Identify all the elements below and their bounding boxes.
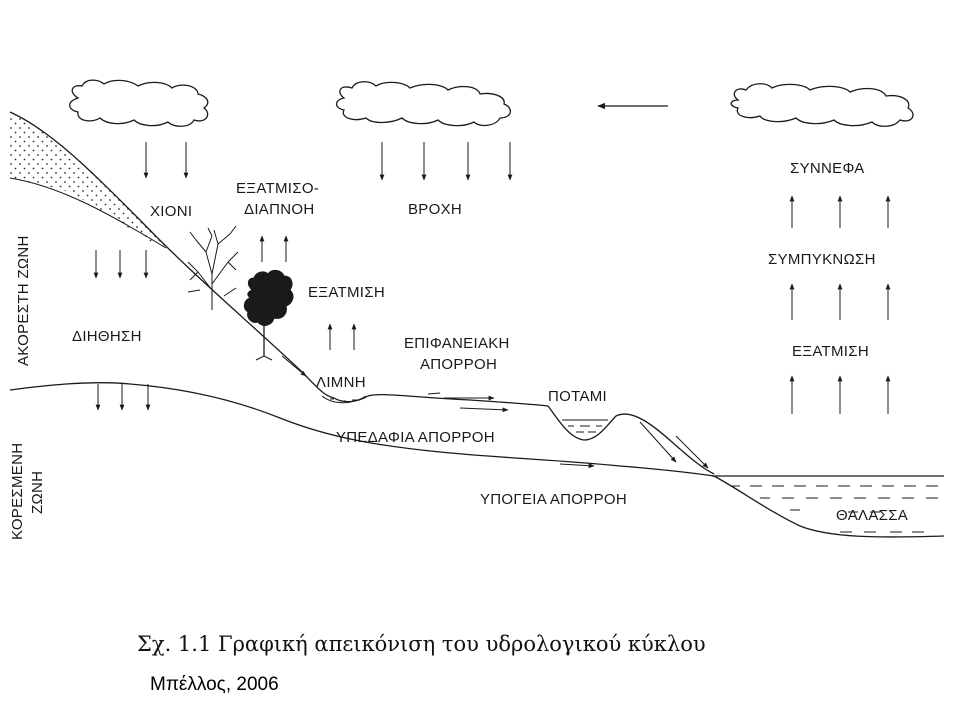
label-lake: ΛΙΜΝΗ (316, 374, 366, 391)
groundwater-arrow (559, 463, 595, 469)
label-evaporation-land: ΕΞΑΤΜΙΣΗ (308, 284, 385, 301)
label-subsurface-runoff: ΥΠΕΔΑΦΙΑ ΑΠΟΡΡΟΗ (336, 429, 495, 446)
bare-tree-icon (187, 225, 239, 310)
label-saturated-zone-line2: ΖΩΝΗ (29, 471, 46, 514)
label-infiltration: ΔΙΗΘΗΣΗ (72, 328, 142, 345)
cloud-left-icon (69, 79, 209, 127)
leafy-tree-icon (243, 269, 294, 361)
label-river: ΠΟΤΑΜΙ (548, 388, 607, 405)
lake-water (321, 395, 367, 404)
river-flow-arrow (639, 421, 677, 463)
surface-runoff-tick (427, 392, 441, 395)
sea-bottom (713, 475, 945, 538)
label-rain: ΒΡΟΧΗ (408, 201, 462, 218)
label-evaporation-sea: ΕΞΑΤΜΙΣΗ (792, 343, 869, 360)
snow-cover (10, 112, 166, 246)
label-snow: ΧΙΟΝΙ (150, 203, 192, 220)
label-surface-runoff-line2: ΑΠΟΡΡΟΗ (420, 356, 497, 373)
label-saturated-zone-line1: ΚΟΡΕΣΜΕΝΗ (9, 443, 26, 540)
label-surface-runoff-line1: ΕΠΙΦΑΝΕΙΑΚΗ (404, 335, 510, 352)
surface-runoff-arrow (281, 355, 307, 377)
figure-caption: Σχ. 1.1 Γραφική απεικόνιση του υδρολογικ… (137, 632, 706, 656)
label-unsaturated-zone: ΑΚΟΡΕΣΤΗ ΖΩΝΗ (15, 235, 32, 366)
cloud-middle-icon (335, 81, 511, 127)
figure-credit: Μπέλλος, 2006 (150, 674, 279, 695)
lake-water-hatch (330, 398, 358, 402)
land-surface-line (9, 111, 715, 475)
label-clouds: ΣΥΝΝΕΦΑ (790, 160, 865, 177)
snow-lower-boundary (9, 177, 167, 249)
label-evapotranspiration-line2: ΔΙΑΠΝΟΗ (244, 201, 314, 218)
cloud-right-icon (730, 83, 914, 127)
label-groundwater-runoff: ΥΠΟΓΕΙΑ ΑΠΟΡΡΟΗ (480, 491, 627, 508)
hydrological-cycle-diagram: ΧΙΟΝΙ ΕΞΑΤΜΙΣΟ- ΔΙΑΠΝΟΗ ΒΡΟΧΗ ΣΥΝΝΕΦΑ ΣΥ… (9, 79, 945, 540)
surface-runoff-arrow (459, 407, 509, 413)
label-condensation: ΣΥΜΠΥΚΝΩΣΗ (768, 251, 876, 268)
river-flow-arrow (675, 435, 709, 469)
label-sea: ΘΑΛΑΣΣΑ (836, 507, 908, 524)
water-table-line (9, 382, 715, 477)
label-evapotranspiration-line1: ΕΞΑΤΜΙΣΟ- (236, 180, 319, 197)
river-water-hatch (568, 425, 602, 433)
sea-hatch (730, 485, 938, 533)
